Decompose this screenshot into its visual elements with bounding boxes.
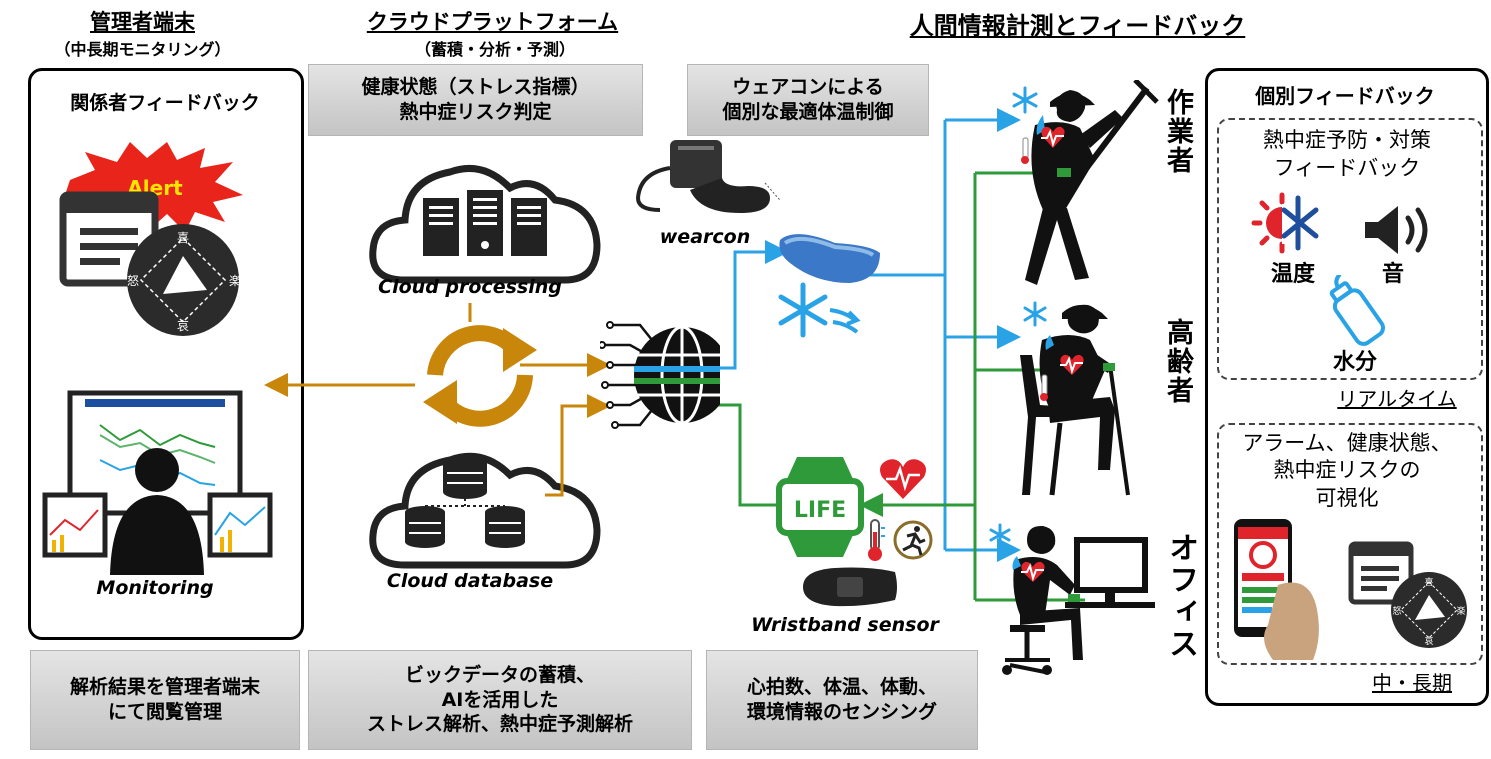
office-figure (989, 523, 1155, 675)
cloud-database-label: Cloud database (386, 570, 554, 592)
thermometer-running-icons (868, 519, 933, 561)
svg-text:楽: 楽 (229, 274, 241, 288)
admin-view-box: 解析結果を管理者端末 にて閲覧管理 (30, 650, 300, 750)
speaker-icon (1365, 206, 1428, 254)
admin-section-subtitle: （中長期モニタリング） (54, 40, 231, 59)
midlong-frame (1217, 423, 1483, 665)
office-label: オフィス (1163, 532, 1198, 660)
window-emotion-icon: 喜 怒 楽 哀 (1348, 541, 1467, 648)
svg-text:楽: 楽 (1456, 605, 1465, 617)
cloud-database-graphic (369, 452, 601, 569)
realtime-heading: 熱中症予防・対策 フィードバック (1263, 128, 1431, 181)
worker-figure (1012, 80, 1159, 285)
cloud-processing-label: Cloud processing (378, 276, 562, 298)
heart-icon (880, 459, 926, 499)
wristband-label: Wristband sensor (751, 614, 939, 636)
cloud-section-subtitle: （蓄積・分析・予測） (414, 40, 575, 59)
monitoring-label: Monitoring (96, 577, 214, 599)
monitoring-graphic (42, 390, 273, 575)
temperature-label: 温度 (1270, 262, 1315, 287)
sensing-box: 心拍数、体温、体動、 環境情報のセンシング (706, 650, 978, 750)
stakeholder-panel-title: 関係者フィードバック (70, 92, 260, 114)
smartphone-icon (1234, 519, 1319, 660)
individual-feedback-title: 個別フィードバック (1255, 84, 1435, 108)
human-section-title: 人間情報計測とフィードバック (909, 12, 1246, 40)
worker-label: 作業者 (1162, 88, 1193, 175)
bigdata-box: ビックデータの蓄積、 AIを活用した ストレス解析、熱中症予測解析 (308, 650, 692, 750)
wearcon-label: wearcon (659, 226, 751, 248)
alert-dashboard-graphic: Alert 喜 怒 楽 哀 (59, 142, 243, 336)
midlong-tag: 中・長期 (1372, 671, 1452, 695)
sound-label: 音 (1381, 262, 1404, 287)
health-status-box: 健康状態（ストレス指標） 熱中症リスク判定 (308, 64, 643, 136)
snowflake-icon (778, 282, 861, 338)
running-icon (893, 520, 933, 560)
temperature-icon (1251, 192, 1322, 254)
wristband-device-graphic (803, 567, 897, 607)
water-label: 水分 (1332, 350, 1377, 375)
elderly-label: 高齢者 (1162, 318, 1193, 405)
midlong-heading: アラーム、健康状態、 熱中症リスクの 可視化 (1242, 431, 1452, 510)
bottle-icon (1329, 275, 1385, 346)
window-icon (1348, 541, 1414, 605)
svg-text:喜: 喜 (177, 231, 189, 245)
database-icon (405, 455, 525, 548)
svg-text:喜: 喜 (1424, 576, 1433, 588)
cloud-section-title: クラウドプラットフォーム (366, 10, 619, 34)
snowflake-icon (1012, 86, 1038, 114)
emotion-diamond-icon: 喜 怒 楽 哀 (127, 224, 241, 336)
snowflake-icon (1023, 301, 1047, 327)
wearcon-pad-graphic (779, 234, 880, 283)
cloud-processing-graphic (369, 164, 601, 284)
globe-circuit-icon (600, 321, 720, 429)
emotion-diamond-icon: 喜 怒 楽 哀 (1391, 572, 1467, 648)
svg-text:哀: 哀 (177, 318, 189, 333)
elderly-figure (1020, 301, 1130, 496)
wearcon-control-box: ウェアコンによる 個別な最適体温制御 (687, 64, 929, 136)
snowflake-icon (989, 523, 1011, 547)
server-icon (423, 190, 547, 256)
wearcon-device-graphic (635, 140, 780, 213)
svg-text:怒: 怒 (1392, 605, 1401, 617)
svg-text:哀: 哀 (1424, 635, 1433, 647)
life-label: LIFE (794, 498, 846, 523)
thermometer-icon (868, 519, 885, 561)
realtime-frame (1217, 118, 1483, 380)
realtime-tag: リアルタイム (1337, 387, 1457, 411)
svg-text:怒: 怒 (127, 273, 139, 288)
life-band-graphic: LIFE (776, 457, 864, 557)
admin-section-title: 管理者端末 (90, 10, 195, 34)
sync-arrows-icon (423, 325, 537, 427)
